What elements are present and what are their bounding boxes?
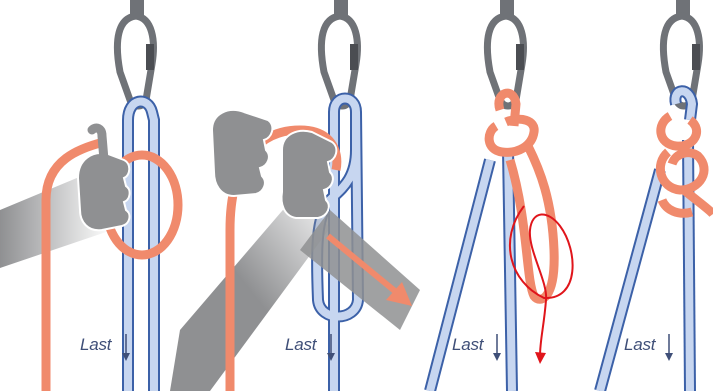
step-4-last-label: Last [624,335,655,355]
step-4-down-arrow-icon [663,334,675,362]
step-3-last-label: Last [452,335,483,355]
carabiner-gate-icon [350,44,358,70]
step-2-panel [170,0,420,391]
hand-icon [212,110,272,196]
carabiner-gate-icon [516,44,524,70]
step-3-down-arrow-icon [491,334,503,362]
step-1-panel [0,0,178,391]
step-3-panel [430,0,573,391]
step-2-last-label: Last [285,335,316,355]
trace-arrowhead-icon [535,352,546,364]
hand-icon [282,131,337,218]
carabiner-gate-icon [146,44,154,70]
carabiner-gate-icon [692,44,700,70]
step-2-down-arrow-icon [325,334,337,362]
step-4-panel [600,0,713,391]
hand-icon [78,153,130,230]
arm-icon [170,190,330,391]
step-1-down-arrow-icon [120,334,132,362]
orange-knot [661,116,697,146]
step-1-last-label: Last [80,335,111,355]
